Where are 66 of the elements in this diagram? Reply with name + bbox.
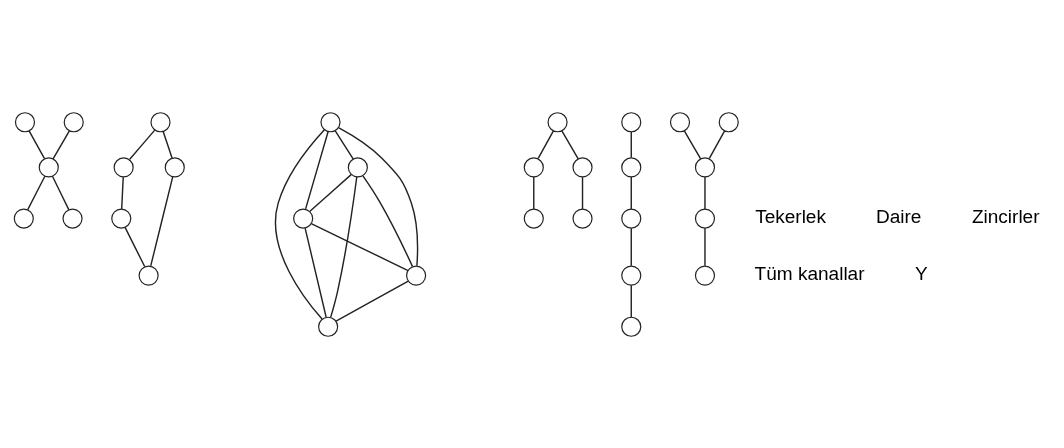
connector: [630, 175, 632, 210]
connector: [129, 128, 156, 160]
node-circle: [572, 207, 593, 229]
node-circle: [138, 265, 159, 286]
node-circle: [320, 111, 341, 132]
connector: [120, 175, 124, 210]
label: Tekerlek: [755, 205, 826, 227]
node-circle: [621, 111, 642, 132]
connector: [537, 129, 555, 159]
connector: [335, 279, 409, 322]
connector: [683, 129, 702, 160]
node-circle: [621, 207, 642, 229]
connector: [704, 175, 706, 210]
node-circle: [523, 207, 544, 229]
connector: [708, 129, 726, 159]
connector: [362, 174, 414, 267]
connector: [309, 173, 352, 212]
label: Y: [914, 262, 928, 284]
connector: [561, 129, 579, 160]
node-circle: [694, 156, 716, 178]
node-circle: [621, 156, 642, 178]
connector: [330, 175, 358, 318]
connector: [304, 226, 327, 318]
connector: [310, 222, 409, 271]
connector: [533, 175, 535, 210]
node-circle: [113, 156, 134, 178]
node-circle: [13, 207, 34, 229]
node-circle: [523, 156, 544, 178]
node-circle: [38, 156, 59, 178]
node-circle: [164, 156, 185, 178]
label: Zincirler: [971, 205, 1040, 227]
node-circle: [694, 207, 716, 229]
connector: [150, 175, 174, 267]
node-circle: [669, 111, 691, 132]
connector: [334, 129, 354, 160]
node-circle: [318, 316, 339, 337]
connector: [51, 175, 70, 210]
label: Tüm kanallar: [754, 262, 865, 284]
connector: [274, 128, 326, 320]
connector: [630, 284, 632, 318]
node-circle: [111, 207, 132, 229]
node-circle: [621, 265, 642, 286]
node-circle: [547, 111, 568, 132]
node-circle: [347, 156, 368, 178]
connector: [630, 130, 632, 158]
connector: [337, 126, 419, 267]
connector: [27, 175, 46, 210]
node-circle: [62, 207, 83, 229]
connector: [162, 130, 173, 159]
node-circle: [293, 207, 314, 229]
label: Daire: [876, 205, 922, 227]
node-circle: [63, 111, 84, 132]
connector: [52, 129, 71, 160]
node-circle: [150, 111, 171, 132]
node-circle: [572, 156, 593, 178]
node-circle: [718, 111, 739, 132]
connector: [581, 175, 584, 210]
connector: [630, 227, 632, 266]
node-circle: [406, 265, 427, 286]
connector: [304, 130, 329, 210]
node-circle: [694, 265, 716, 286]
node-circle: [14, 111, 36, 132]
connector: [28, 129, 46, 159]
connector: [704, 227, 706, 266]
node-circle: [621, 316, 642, 337]
connector: [124, 226, 146, 267]
